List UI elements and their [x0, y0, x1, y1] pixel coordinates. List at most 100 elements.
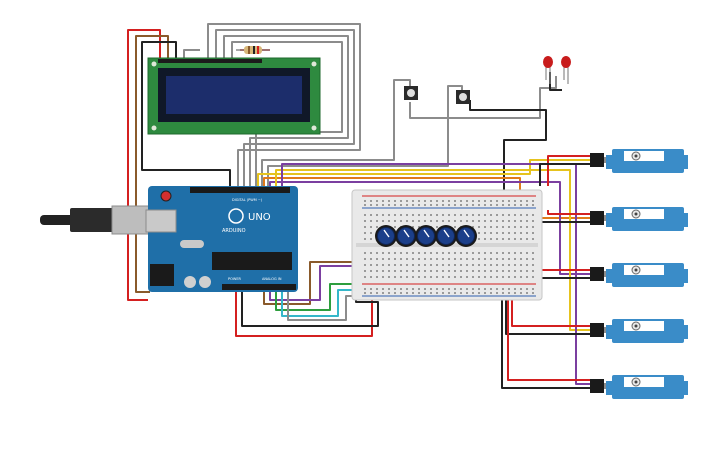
breadboard-hole [406, 200, 408, 202]
breadboard-hole [526, 204, 528, 206]
breadboard-hole [496, 232, 498, 234]
breadboard-hole [382, 270, 384, 272]
breadboard-hole [478, 292, 480, 294]
breadboard-hole [472, 220, 474, 222]
breadboard-hole [436, 226, 438, 228]
breadboard-hole [496, 288, 498, 290]
breadboard-hole [484, 226, 486, 228]
breadboard-hole [430, 292, 432, 294]
breadboard-hole [478, 288, 480, 290]
lcd-pin-header [158, 59, 262, 63]
breadboard-hole [394, 200, 396, 202]
breadboard-hole [442, 270, 444, 272]
breadboard-hole [370, 200, 372, 202]
breadboard-hole [364, 204, 366, 206]
breadboard-hole [454, 292, 456, 294]
power-jack [150, 264, 174, 286]
breadboard-hole [376, 252, 378, 254]
breadboard-hole [382, 258, 384, 260]
pushbutton [404, 86, 418, 100]
breadboard-hole [382, 214, 384, 216]
breadboard-hole [412, 292, 414, 294]
servo-motor [590, 375, 688, 399]
breadboard-hole [448, 270, 450, 272]
breadboard-hole [388, 288, 390, 290]
breadboard-hole [484, 238, 486, 240]
breadboard-hole [490, 226, 492, 228]
breadboard-hole [520, 200, 522, 202]
breadboard-hole [508, 232, 510, 234]
breadboard-hole [532, 200, 534, 202]
breadboard-hole [484, 288, 486, 290]
breadboard-hole [520, 226, 522, 228]
breadboard-hole [514, 226, 516, 228]
lcd-mount-hole [151, 61, 157, 67]
breadboard-hole [442, 252, 444, 254]
breadboard-hole [478, 204, 480, 206]
breadboard-hole [394, 252, 396, 254]
arduino-uno: ARDUINO UNO DIGITAL (PWM ~) POWER ANALOG… [40, 186, 298, 292]
breadboard-hole [520, 220, 522, 222]
breadboard-hole [460, 220, 462, 222]
breadboard-hole [394, 288, 396, 290]
breadboard-hole [472, 252, 474, 254]
breadboard-hole [388, 276, 390, 278]
breadboard-hole [478, 232, 480, 234]
breadboard-hole [370, 264, 372, 266]
breadboard-hole [454, 252, 456, 254]
breadboard-hole [460, 270, 462, 272]
breadboard-hole [448, 288, 450, 290]
arduino-brand: ARDUINO [222, 228, 246, 234]
breadboard-hole [478, 226, 480, 228]
breadboard-hole [508, 270, 510, 272]
breadboard-hole [370, 204, 372, 206]
breadboard-hole [496, 258, 498, 260]
breadboard-hole [430, 252, 432, 254]
led-red [543, 56, 553, 84]
breadboard-hole [472, 204, 474, 206]
analog-header-label: ANALOG IN [262, 277, 282, 281]
breadboard-hole [502, 204, 504, 206]
breadboard-hole [514, 214, 516, 216]
breadboard-hole [526, 214, 528, 216]
breadboard-hole [514, 276, 516, 278]
breadboard-hole [508, 200, 510, 202]
breadboard-hole [466, 204, 468, 206]
breadboard-hole [418, 204, 420, 206]
servo-motor [590, 149, 688, 173]
breadboard-hole [484, 292, 486, 294]
breadboard-hole [514, 204, 516, 206]
wire-red-servo-2 [547, 210, 592, 215]
breadboard-hole [496, 292, 498, 294]
breadboard-hole [460, 264, 462, 266]
breadboard-hole [508, 288, 510, 290]
wire-purple-a1 [269, 265, 396, 301]
breadboard-hole [388, 270, 390, 272]
breadboard-hole [502, 258, 504, 260]
breadboard-hole [514, 270, 516, 272]
breadboard-hole [496, 270, 498, 272]
capacitor [184, 276, 196, 288]
breadboard-hole [376, 214, 378, 216]
power-header-label: POWER [228, 277, 242, 281]
usb-plug [70, 208, 114, 232]
breadboard-hole [532, 232, 534, 234]
breadboard-hole [490, 252, 492, 254]
wire-grey-button-3 [409, 76, 557, 119]
breadboard-hole [490, 232, 492, 234]
breadboard-hole [430, 276, 432, 278]
led-red [561, 56, 571, 84]
breadboard-hole [400, 276, 402, 278]
breadboard-hole [406, 276, 408, 278]
breadboard-hole [466, 288, 468, 290]
breadboard-hole [400, 200, 402, 202]
breadboard-hole [400, 258, 402, 260]
breadboard-hole [508, 238, 510, 240]
breadboard-hole [490, 200, 492, 202]
breadboard-hole [400, 264, 402, 266]
breadboard-hole [478, 200, 480, 202]
breadboard-hole [364, 276, 366, 278]
breadboard-hole [430, 214, 432, 216]
breadboard-hole [442, 214, 444, 216]
breadboard-hole [442, 288, 444, 290]
